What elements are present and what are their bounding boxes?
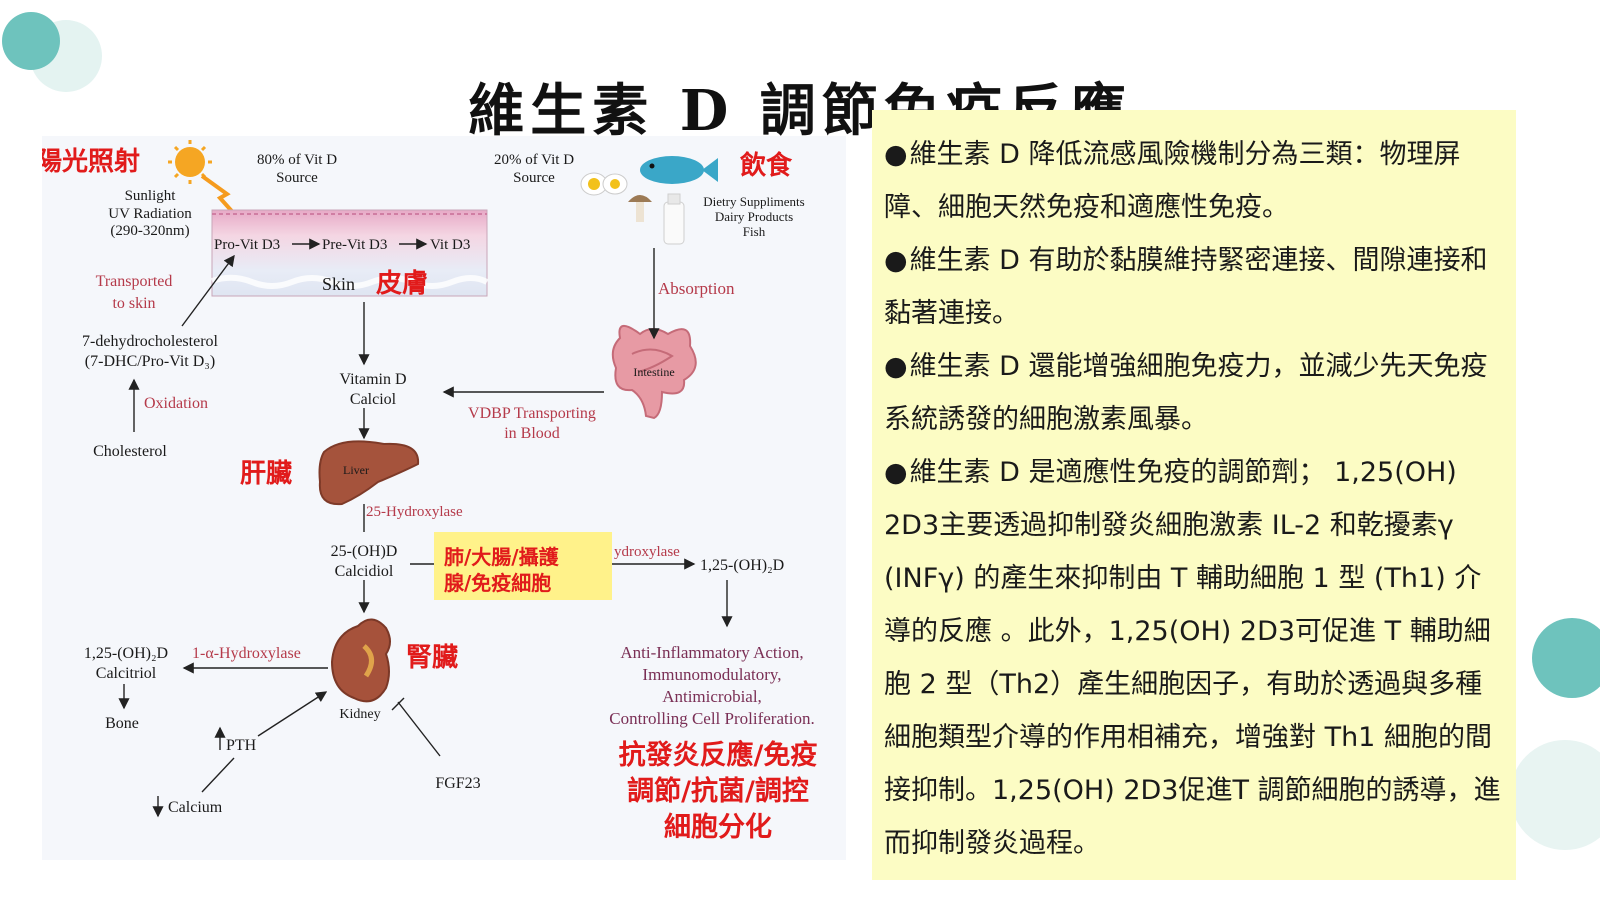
label-pro-vit-d3: Pro-Vit D3	[214, 237, 280, 253]
vitamin-d-pathway-diagram: 陽光照射 飲食 皮膚 肝臟 腎臟 肺/大腸/攝護 腺/免疫細胞 抗發炎反應/免疫…	[42, 136, 846, 860]
liver-icon	[318, 440, 420, 506]
paragraph-4: ●維生素 D 是適應性免疫的調節劑； 1,25(OH) 2D3主要透過抑制發炎細…	[884, 446, 1504, 870]
label-skin: Skin	[322, 274, 355, 294]
organ-box-line1: 肺/大腸/攝護	[444, 545, 560, 569]
decor-circle-light-right	[1510, 740, 1600, 850]
effects-zh-line2: 調節/抗菌/調控	[627, 775, 809, 807]
label-source80-2: Source	[276, 170, 318, 186]
label-sunlight-zh: 陽光照射	[42, 147, 140, 177]
label-kidney: Kidney	[339, 707, 380, 722]
label-sunlight-2: UV Radiation	[108, 206, 192, 222]
label-pth: PTH	[226, 737, 257, 754]
kidney-icon	[330, 618, 391, 703]
label-action-3: Antimicrobial,	[662, 687, 762, 706]
label-pre-vit-d3: Pre-Vit D3	[322, 237, 387, 253]
label-calciol: Calciol	[350, 391, 397, 408]
label-calcitriol-2: Calcitriol	[96, 665, 157, 682]
label-vdbp-2: in Blood	[504, 425, 560, 442]
paragraph-text: 維生素 D 是適應性免疫的調節劑； 1,25(OH) 2D3主要透過抑制發炎細胞…	[884, 457, 1501, 859]
label-dhc-1: 7-dehydrocholesterol	[82, 333, 219, 350]
paragraph-text: 維生素 D 降低流感風險機制分為三類：物理屏障、細胞天然免疫和適應性免疫。	[884, 139, 1461, 223]
label-calcidiol-2: Calcidiol	[335, 563, 394, 580]
label-calcitriol-1: 1,25-(OH)₂D	[84, 645, 168, 662]
paragraph-1: ●維生素 D 降低流感風險機制分為三類：物理屏障、細胞天然免疫和適應性免疫。	[884, 128, 1504, 234]
label-source20-2: Source	[513, 170, 555, 186]
label-liver: Liver	[343, 463, 369, 477]
label-vitamin-d: Vitamin D	[339, 371, 406, 388]
bullet-icon: ●	[884, 245, 908, 276]
label-diet-2: Dairy Products	[715, 209, 793, 224]
mushroom-icon	[628, 195, 652, 222]
decor-circle-teal	[2, 12, 60, 70]
label-25-hydroxylase: 25-Hydroxylase	[366, 504, 463, 520]
egg-icon	[580, 172, 628, 196]
label-ydroxylase: ydroxylase	[614, 544, 680, 560]
label-oh2d-right: 1,25-(OH)₂D	[700, 557, 784, 574]
label-transported-2: to skin	[112, 295, 155, 312]
fish-icon	[640, 156, 718, 184]
label-bone: Bone	[105, 715, 139, 732]
mechanism-text-panel: ●維生素 D 降低流感風險機制分為三類：物理屏障、細胞天然免疫和適應性免疫。 ●…	[872, 110, 1516, 880]
milk-bottle-icon	[663, 193, 685, 245]
label-action-1: Anti-Inflammatory Action,	[620, 643, 803, 662]
label-1-alpha-hydroxylase: 1-α-Hydroxylase	[192, 645, 301, 662]
label-intestine: Intestine	[633, 365, 674, 379]
label-diet-3: Fish	[743, 224, 766, 239]
paragraph-text: 維生素 D 有助於黏膜維持緊密連接、間隙連接和黏著連接。	[884, 245, 1488, 329]
label-vdbp-1: VDBP Transporting	[468, 405, 596, 422]
decor-circle-teal-right	[1532, 618, 1600, 698]
paragraph-3: ●維生素 D 還能增強細胞免疫力，並減少先天免疫系統誘發的細胞激素風暴。	[884, 340, 1504, 446]
organ-highlight-box	[434, 532, 612, 600]
label-source80-1: 80% of Vit D	[257, 152, 337, 168]
label-sunlight-3: (290-320nm)	[110, 223, 189, 239]
label-skin-zh: 皮膚	[376, 269, 428, 299]
effects-zh-line3: 細胞分化	[664, 812, 772, 843]
bullet-icon: ●	[884, 351, 908, 382]
label-sunlight-1: Sunlight	[125, 188, 177, 204]
label-fgf23: FGF23	[435, 775, 480, 792]
label-action-4: Controlling Cell Proliferation.	[609, 709, 814, 728]
label-diet-1: Dietry Suppliments	[703, 194, 804, 209]
label-transported-1: Transported	[96, 273, 173, 290]
effects-zh-line1: 抗發炎反應/免疫	[619, 739, 818, 771]
bullet-icon: ●	[884, 139, 908, 170]
label-action-2: Immunomodulatory,	[642, 665, 781, 684]
label-absorption: Absorption	[658, 279, 735, 298]
label-oxidation: Oxidation	[144, 395, 208, 412]
label-source20-1: 20% of Vit D	[494, 152, 574, 168]
label-vit-d3: Vit D3	[430, 237, 470, 253]
label-kidney-zh: 腎臟	[406, 643, 458, 673]
label-cholesterol: Cholesterol	[93, 443, 167, 460]
label-diet-zh: 飲食	[739, 150, 793, 181]
label-calcium: Calcium	[168, 799, 223, 816]
organ-box-line2: 腺/免疫細胞	[444, 571, 551, 595]
label-calcidiol-1: 25-(OH)D	[331, 543, 398, 560]
label-liver-zh: 肝臟	[240, 459, 292, 489]
label-dhc-2: (7-DHC/Pro-Vit D₃)	[85, 353, 215, 370]
paragraph-2: ●維生素 D 有助於黏膜維持緊密連接、間隙連接和黏著連接。	[884, 234, 1504, 340]
paragraph-text: 維生素 D 還能增強細胞免疫力，並減少先天免疫系統誘發的細胞激素風暴。	[884, 351, 1488, 435]
bullet-icon: ●	[884, 457, 908, 488]
